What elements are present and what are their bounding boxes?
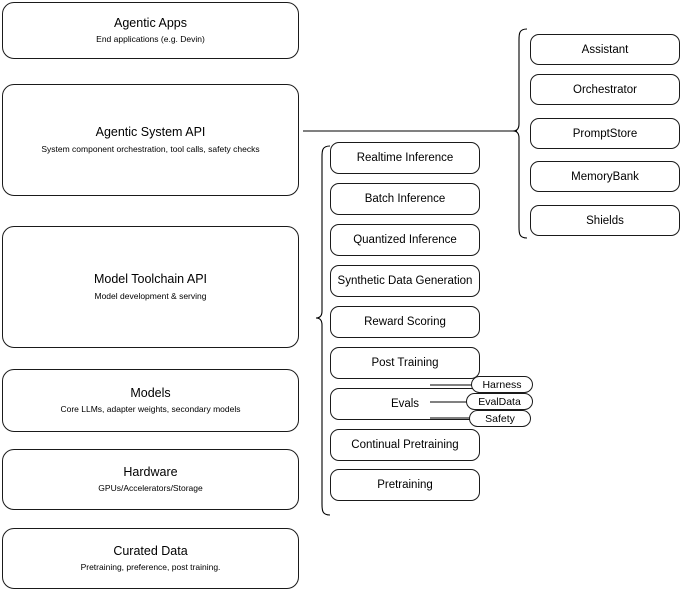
layer-subtitle: GPUs/Accelerators/Storage xyxy=(98,483,203,494)
system-item-label: Assistant xyxy=(581,43,629,56)
layer-subtitle: End applications (e.g. Devin) xyxy=(96,34,205,45)
toolchain-item-batch-inference[interactable]: Batch Inference xyxy=(330,183,480,215)
toolchain-item-label: Pretraining xyxy=(377,479,433,491)
layer-subtitle: System component orchestration, tool cal… xyxy=(41,143,260,154)
system-item-memorybank[interactable]: MemoryBank xyxy=(530,161,680,192)
system-item-label: PromptStore xyxy=(572,127,638,140)
system-item-assistant[interactable]: Assistant xyxy=(530,34,680,65)
system-item-orchestrator[interactable]: Orchestrator xyxy=(530,74,680,105)
system-item-label: Shields xyxy=(586,214,624,227)
layer-subtitle: Core LLMs, adapter weights, secondary mo… xyxy=(60,404,241,415)
brace-toolchain-items xyxy=(315,145,331,516)
toolchain-item-label: Evals xyxy=(390,398,420,410)
layer-title: Agentic Apps xyxy=(114,15,187,30)
evals-badge-harness[interactable]: Harness xyxy=(471,376,533,393)
toolchain-item-continual-pretraining[interactable]: Continual Pretraining xyxy=(330,429,480,461)
evals-badge-safety[interactable]: Safety xyxy=(469,410,531,427)
toolchain-item-label: Post Training xyxy=(371,357,439,369)
layer-box-agentic-system-api[interactable]: Agentic System API System component orch… xyxy=(2,84,299,196)
evals-badge-evaldata[interactable]: EvalData xyxy=(466,393,533,410)
layer-title: Models xyxy=(130,385,171,400)
layer-title: Model Toolchain API xyxy=(93,272,208,287)
toolchain-item-label: Reward Scoring xyxy=(364,316,446,328)
toolchain-item-label: Realtime Inference xyxy=(356,152,454,164)
layer-title: Curated Data xyxy=(113,543,188,558)
system-item-shields[interactable]: Shields xyxy=(530,205,680,236)
toolchain-item-label: Quantized Inference xyxy=(353,234,457,246)
evals-badge-label: Safety xyxy=(485,412,515,425)
layer-box-models[interactable]: Models Core LLMs, adapter weights, secon… xyxy=(2,369,299,432)
toolchain-item-quantized-inference[interactable]: Quantized Inference xyxy=(330,224,480,256)
toolchain-item-pretraining[interactable]: Pretraining xyxy=(330,469,480,501)
layer-title: Hardware xyxy=(123,464,178,479)
layer-box-agentic-apps[interactable]: Agentic Apps End applications (e.g. Devi… xyxy=(2,2,299,59)
toolchain-item-realtime-inference[interactable]: Realtime Inference xyxy=(330,142,480,174)
system-item-label: MemoryBank xyxy=(571,170,639,183)
evals-badge-label: EvalData xyxy=(478,395,521,408)
layer-box-hardware[interactable]: Hardware GPUs/Accelerators/Storage xyxy=(2,449,299,510)
layer-title: Agentic System API xyxy=(95,125,206,140)
system-item-promptstore[interactable]: PromptStore xyxy=(530,118,680,149)
layer-box-curated-data[interactable]: Curated Data Pretraining, preference, po… xyxy=(2,528,299,589)
toolchain-item-label: Batch Inference xyxy=(364,193,446,205)
toolchain-item-post-training[interactable]: Post Training xyxy=(330,347,480,379)
system-item-label: Orchestrator xyxy=(573,83,637,96)
toolchain-item-reward-scoring[interactable]: Reward Scoring xyxy=(330,306,480,338)
layer-subtitle: Model development & serving xyxy=(94,290,207,301)
brace-system-items xyxy=(512,28,528,239)
toolchain-item-synthetic-data-generation[interactable]: Synthetic Data Generation xyxy=(330,265,480,297)
toolchain-item-evals[interactable]: Evals xyxy=(330,388,480,420)
layer-subtitle: Pretraining, preference, post training. xyxy=(80,562,221,573)
layer-box-model-toolchain-api[interactable]: Model Toolchain API Model development & … xyxy=(2,226,299,348)
toolchain-item-label: Synthetic Data Generation xyxy=(337,275,473,287)
evals-badge-label: Harness xyxy=(482,378,522,391)
toolchain-item-label: Continual Pretraining xyxy=(351,439,459,451)
